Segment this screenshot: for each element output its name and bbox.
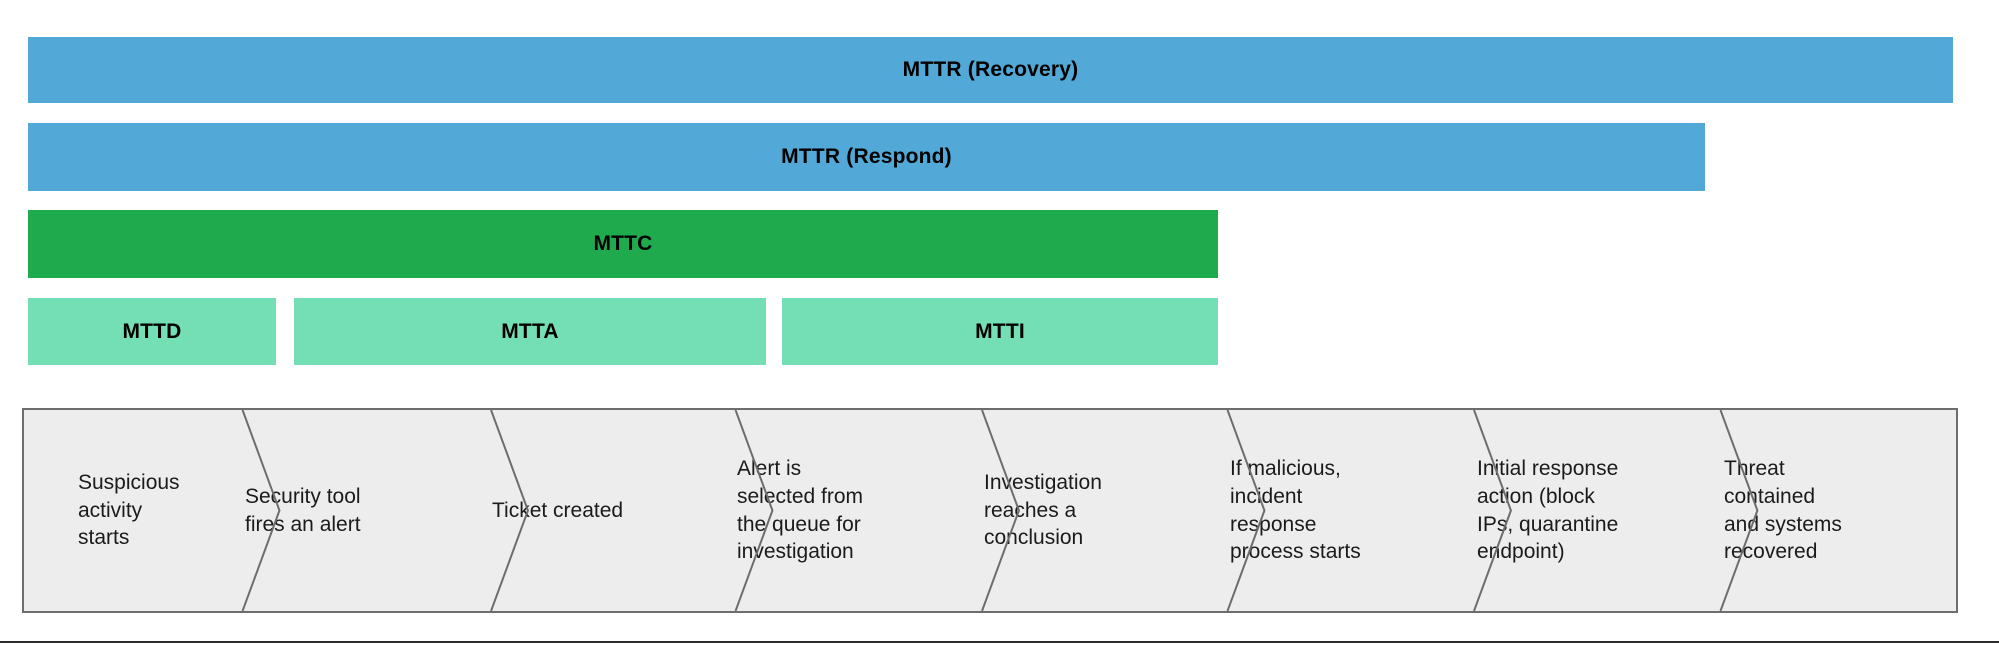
metric-bar-label: MTTR (Respond): [781, 145, 952, 168]
flow-step-8: Threat contained and systems recovered: [1724, 410, 1956, 611]
flow-step-label: Threat contained and systems recovered: [1724, 456, 1842, 564]
metric-bar-label: MTTA: [501, 319, 559, 343]
metric-bar-label: MTTI: [975, 319, 1025, 343]
metric-bar-mttd: MTTD: [28, 298, 276, 365]
flow-step-1: Suspicious activity starts: [24, 410, 243, 611]
metric-bar-mtta: MTTA: [294, 298, 766, 365]
flow-step-3: Ticket created: [492, 410, 737, 611]
flow-step-6: If malicious, incident response process …: [1230, 410, 1477, 611]
flow-step-label: Initial response action (block IPs, quar…: [1477, 456, 1619, 564]
flow-step-4: Alert is selected from the queue for inv…: [737, 410, 984, 611]
metric-bar-label: MTTD: [122, 319, 182, 343]
flow-step-7: Initial response action (block IPs, quar…: [1477, 410, 1724, 611]
page-bottom-rule: [0, 641, 1999, 643]
flow-step-label: Ticket created: [492, 498, 624, 522]
metric-bar-mttr-recovery: MTTR (Recovery): [28, 37, 1953, 103]
flow-step-5: Investigation reaches a conclusion: [984, 410, 1230, 611]
flow-step-label: If malicious, incident response process …: [1230, 456, 1361, 564]
metric-bar-label: MTTC: [593, 232, 653, 255]
metric-bar-label: MTTR (Recovery): [902, 58, 1079, 81]
flow-step-label: Investigation reaches a conclusion: [984, 470, 1102, 550]
metric-bar-mttr-respond: MTTR (Respond): [28, 123, 1705, 191]
flow-step-label: Security tool fires an alert: [245, 484, 361, 536]
flow-step-label: Alert is selected from the queue for inv…: [737, 456, 864, 564]
flow-step-2: Security tool fires an alert: [243, 410, 492, 611]
metric-bar-mttc: MTTC: [28, 210, 1218, 278]
flow-step-label: Suspicious activity starts: [78, 470, 180, 550]
process-flow-strip: Suspicious activity starts Security tool …: [22, 408, 1958, 613]
metric-bar-mtti: MTTI: [782, 298, 1218, 365]
